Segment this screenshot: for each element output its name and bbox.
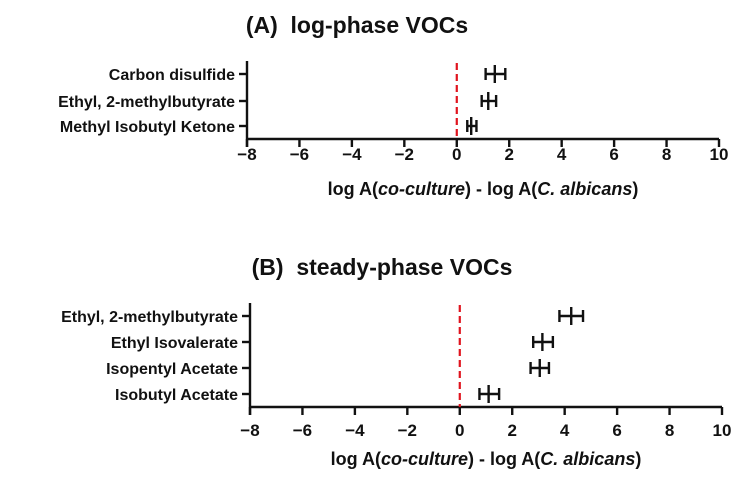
- x-tick-label: −6: [290, 145, 309, 164]
- error-bar-point: [532, 333, 555, 351]
- error-bar-point: [480, 92, 498, 110]
- error-bar-point: [558, 307, 585, 325]
- category-label: Isopentyl Acetate: [106, 361, 238, 378]
- x-tick-label: 0: [452, 145, 461, 164]
- category-label: Ethyl, 2-methylbutyrate: [61, 309, 238, 326]
- x-axis-label: log A(co-culture) - log A(C. albicans): [331, 449, 642, 469]
- category-label: Ethyl Isovalerate: [111, 335, 238, 352]
- x-tick-label: 2: [507, 421, 516, 440]
- category-label: Methyl Isobutyl Ketone: [60, 119, 235, 136]
- error-bar-point: [484, 65, 507, 83]
- panel-a-log-phase: (A) log-phase VOCs −8 −6 −4 −2 0 2 4 6 8 10 Carbon…: [58, 12, 728, 199]
- panel-a-title: (A) log-phase VOCs: [246, 12, 468, 38]
- x-tick-label: 6: [609, 145, 618, 164]
- x-tick-label: 10: [710, 145, 729, 164]
- x-tick-label: −2: [395, 145, 414, 164]
- panel-b-title: (B) steady-phase VOCs: [252, 254, 513, 280]
- category-label: Isobutyl Acetate: [115, 387, 238, 404]
- x-axis-label: log A(co-culture) - log A(C. albicans): [328, 179, 639, 199]
- x-tick-label: 10: [713, 421, 732, 440]
- x-tick-label: −4: [345, 421, 365, 440]
- category-label: Carbon disulfide: [109, 67, 235, 84]
- error-bar-point: [529, 359, 551, 377]
- category-label: Ethyl, 2-methylbutyrate: [58, 94, 235, 111]
- x-tick-label: 4: [560, 421, 570, 440]
- x-tick-label: 0: [455, 421, 464, 440]
- x-tick-label: −8: [237, 145, 256, 164]
- x-tick-label: 4: [557, 145, 567, 164]
- x-tick-label: −4: [342, 145, 362, 164]
- error-bar-point: [478, 385, 501, 403]
- x-tick-label: −8: [240, 421, 259, 440]
- x-tick-label: −6: [293, 421, 312, 440]
- x-tick-label: 8: [665, 421, 674, 440]
- panel-b-plot: −8 −6 −4 −2 0 2 4 6 8 10 Ethyl, 2-methylbutyrateEt…: [61, 303, 731, 469]
- x-tick-label: 6: [612, 421, 621, 440]
- x-tick-label: 2: [504, 145, 513, 164]
- x-tick-label: 8: [662, 145, 671, 164]
- error-bar-point: [466, 117, 478, 135]
- panel-b-steady-phase: (B) steady-phase VOCs −8 −6 −4 −2 0 2 4 6 8 10 Eth…: [61, 254, 731, 469]
- x-tick-label: −2: [398, 421, 417, 440]
